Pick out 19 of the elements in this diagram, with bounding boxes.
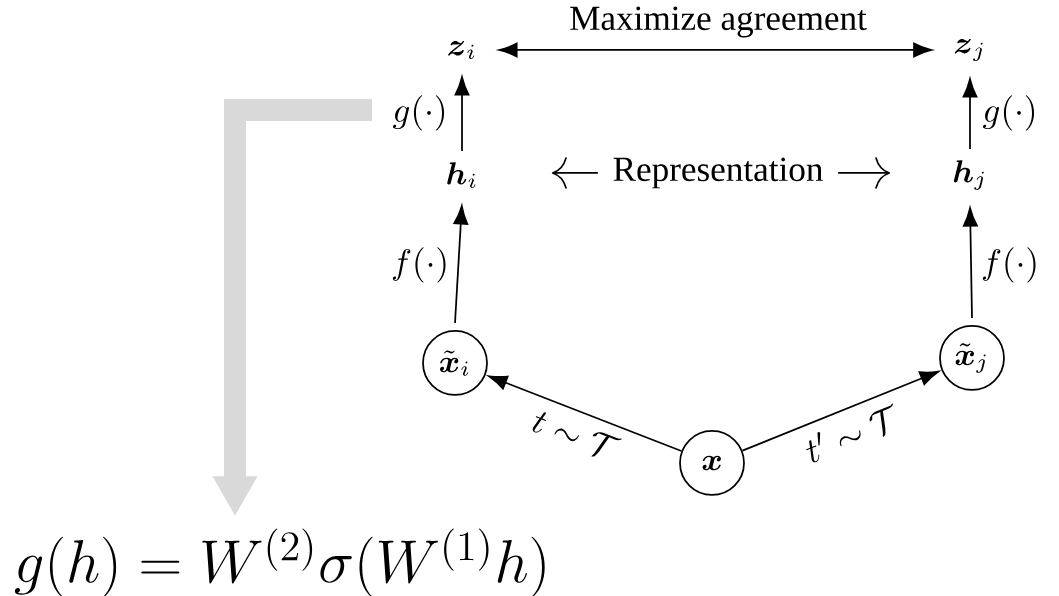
- vector-label: $\boldsymbol{h}_i$: [447, 162, 476, 188]
- vector-label: $\boldsymbol{z}_i$: [448, 41, 475, 59]
- arrow: [741, 370, 939, 452]
- double-arrow: [498, 42, 933, 58]
- edge-label: $f(\cdot)$: [982, 247, 1036, 283]
- arrow: [453, 205, 469, 324]
- text-label: Representation: [613, 157, 823, 189]
- edge-label: $g(\cdot)$: [983, 95, 1035, 131]
- edge-label: $g(\cdot)$: [393, 95, 445, 131]
- edge-label: $t' \sim \mathcal{T}$: [806, 403, 894, 463]
- arrow: [962, 78, 978, 150]
- arrow: [454, 76, 470, 152]
- edge-label: $t \sim \mathcal{T}$: [532, 412, 622, 457]
- vector-label: $\boldsymbol{h}_j$: [953, 160, 984, 190]
- vector-label: $\boldsymbol{z}_j$: [954, 38, 983, 62]
- arrow: [488, 375, 683, 452]
- edge-label: Maximize agreement: [570, 6, 867, 38]
- edge-label: $f(\cdot)$: [392, 247, 446, 283]
- arrow: [963, 207, 978, 319]
